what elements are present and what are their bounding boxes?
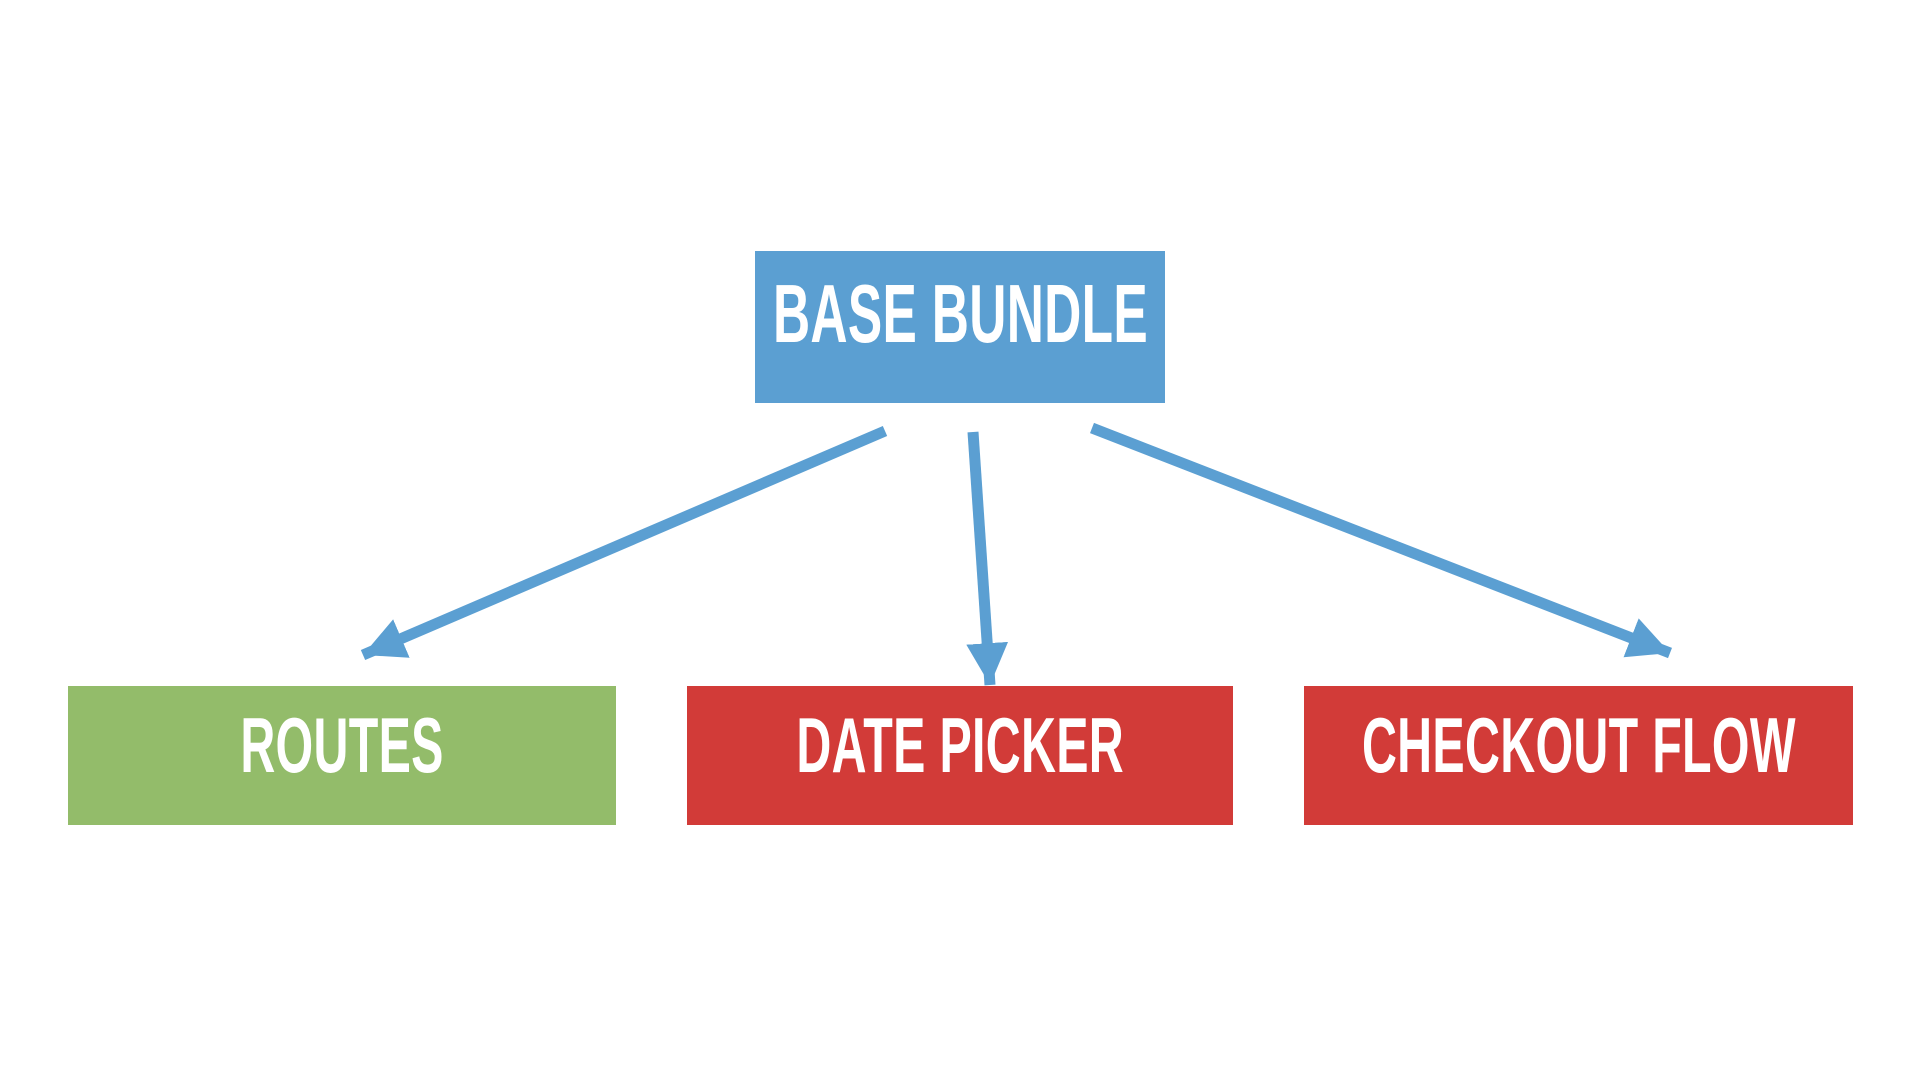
node-checkout-flow: CHECKOUT FLOW — [1304, 686, 1853, 825]
node-routes-label: ROUTES — [240, 701, 444, 789]
edge-arrow-base-to-date-picker — [966, 431, 1009, 686]
node-date-picker: DATE PICKER — [687, 686, 1233, 825]
node-routes: ROUTES — [68, 686, 616, 825]
node-base-bundle-label: BASE BUNDLE — [772, 266, 1148, 360]
edge-arrow-base-to-routes — [360, 425, 888, 661]
node-base-bundle: BASE BUNDLE — [755, 251, 1165, 403]
node-checkout-flow-label: CHECKOUT FLOW — [1361, 701, 1796, 789]
node-date-picker-label: DATE PICKER — [796, 701, 1124, 789]
edge-arrow-base-to-checkout-flow — [1090, 422, 1672, 659]
